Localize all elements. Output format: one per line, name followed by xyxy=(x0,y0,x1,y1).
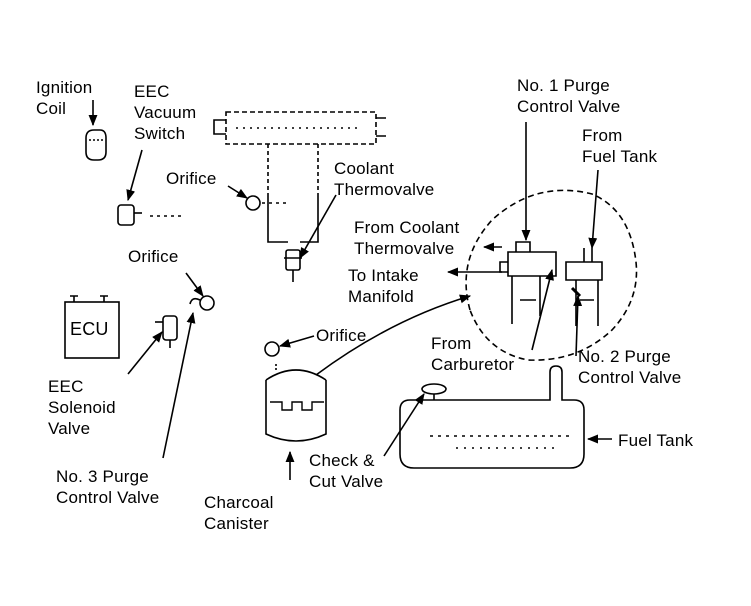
from-carburetor-arrow xyxy=(531,268,554,351)
purge-valve-assembly xyxy=(465,189,638,361)
label-eec-vacuum-switch: EEC Vacuum Switch xyxy=(134,82,197,143)
orifice-upper-arrow xyxy=(227,185,248,199)
eec-vacuum-switch-arrow xyxy=(126,149,143,202)
orifice-left-part xyxy=(199,295,215,311)
coolant-thermovalve-part xyxy=(284,249,302,282)
from-fuel-tank-arrow xyxy=(588,169,599,250)
eec-vacuum-switch-part xyxy=(117,204,184,226)
orifice-left-arrow xyxy=(185,272,204,297)
label-check-cut-valve: Check & Cut Valve xyxy=(309,451,384,491)
label-orifice-mid: Orifice xyxy=(316,326,367,345)
label-no1-purge-control-valve: No. 1 Purge Control Valve xyxy=(517,76,621,116)
no2-purge-control-valve-arrow xyxy=(573,294,583,357)
label-to-intake-manifold: To Intake Manifold xyxy=(348,266,419,306)
ecu-box xyxy=(64,295,120,359)
no3-purge-control-valve-arrow xyxy=(162,311,196,459)
label-coolant-thermovalve: Coolant Thermovalve xyxy=(334,159,435,199)
label-charcoal-canister: Charcoal Canister xyxy=(204,493,274,533)
charcoal-canister-part xyxy=(265,362,327,442)
carburetor-block xyxy=(213,111,386,243)
label-from-carburetor: From Carburetor xyxy=(431,334,515,374)
eec-solenoid-valve-arrow xyxy=(127,331,163,375)
label-fuel-tank: Fuel Tank xyxy=(618,431,694,450)
eec-solenoid-valve-part xyxy=(155,315,178,348)
label-from-coolant-thermovalve: From Coolant Thermovalve xyxy=(354,218,460,258)
label-eec-solenoid-valve: EEC Solenoid Valve xyxy=(48,377,116,438)
orifice-to-valve-line xyxy=(315,294,472,376)
check-cut-valve-arrow xyxy=(383,393,425,457)
coolant-thermovalve-arrow xyxy=(299,194,337,259)
label-orifice-upper: Orifice xyxy=(166,169,217,188)
label-orifice-left: Orifice xyxy=(128,247,179,266)
label-no2-purge-control-valve: No. 2 Purge Control Valve xyxy=(578,347,682,387)
fuel-tank-part xyxy=(399,365,585,469)
label-from-fuel-tank: From Fuel Tank xyxy=(582,126,658,166)
label-ignition-coil: Ignition Coil xyxy=(36,78,93,118)
orifice-upper-part xyxy=(245,195,261,211)
ignition-coil-part xyxy=(85,129,107,161)
orifice-mid-arrow xyxy=(278,335,315,348)
orifice-mid-part xyxy=(264,341,280,357)
label-ecu: ECU xyxy=(70,319,109,339)
label-no3-purge-control-valve: No. 3 Purge Control Valve xyxy=(56,467,160,507)
